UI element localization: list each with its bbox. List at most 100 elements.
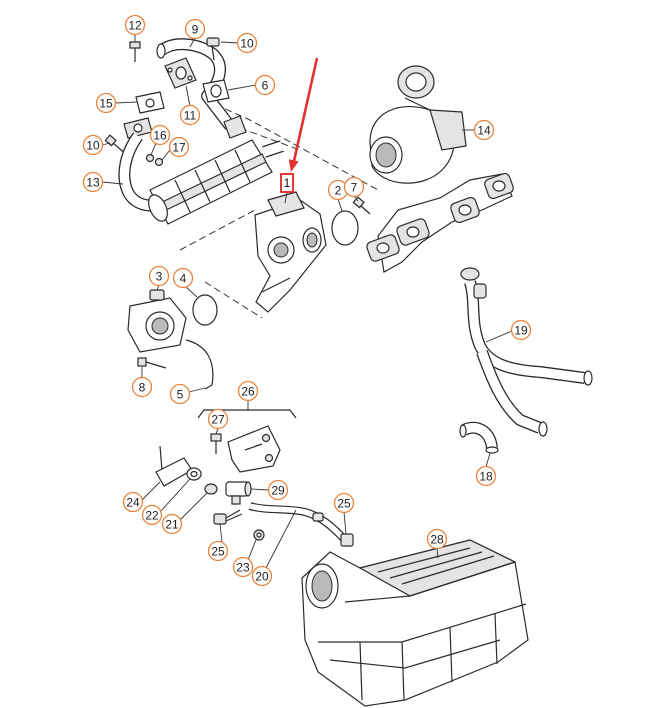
callout-circle: [184, 18, 206, 40]
callout-29: 29: [267, 479, 289, 501]
callout-circle: [161, 513, 183, 535]
flange-11: [164, 57, 197, 89]
callout-label: 15: [99, 97, 113, 111]
bolt-8: [137, 357, 167, 369]
callout-circle: [169, 383, 191, 405]
callout-label: 2: [335, 184, 342, 198]
callout-circle: [232, 556, 254, 578]
callout-label: 17: [172, 141, 186, 155]
egr-pipe: [156, 38, 247, 139]
callout-label: 27: [211, 413, 225, 427]
callout-circle: [131, 376, 153, 398]
callout-circle: [82, 171, 104, 193]
callout-16: 16: [149, 124, 171, 146]
pipe-flange-lower: [123, 117, 153, 139]
callout-20: 20: [251, 565, 273, 587]
callout-circle: [475, 465, 497, 487]
cable-20: [248, 502, 348, 543]
coolant-hose-19: [460, 267, 593, 437]
callout-label: 25: [337, 497, 351, 511]
connector-25-upper: [340, 533, 354, 547]
callout-21: 21: [161, 513, 183, 535]
callout-circle: [172, 267, 194, 289]
callout-11: 11: [179, 104, 201, 126]
callout-10: 10: [236, 32, 258, 54]
gasket-2: [331, 210, 359, 246]
washer-22: [186, 467, 202, 481]
callout-28: 28: [426, 528, 448, 550]
highlighted-part-marker: 1: [280, 173, 294, 193]
callout-circle: [179, 104, 201, 126]
callout-label: 14: [477, 124, 491, 138]
callout-23: 23: [232, 556, 254, 578]
callout-circle: [343, 176, 365, 198]
gasket-6: [202, 79, 230, 103]
callout-24: 24: [122, 491, 144, 513]
egr-cooler: [148, 139, 284, 225]
callout-22: 22: [141, 504, 163, 526]
callout-label: 26: [241, 385, 255, 399]
callout-label: 10: [86, 139, 100, 153]
callout-label: 9: [192, 23, 199, 37]
callout-7: 7: [343, 176, 365, 198]
callout-26: 26: [237, 380, 259, 402]
callout-circle: [149, 124, 171, 146]
callout-27: 27: [207, 408, 229, 430]
callout-label: 19: [514, 324, 528, 338]
egr-valve: [254, 191, 327, 313]
egr-flange-housing: [127, 289, 187, 353]
callout-14: 14: [473, 119, 495, 141]
callout-4: 4: [172, 267, 194, 289]
callout-circle: [207, 408, 229, 430]
callout-circle: [207, 540, 229, 562]
callout-label: 3: [156, 270, 163, 284]
highlight-box: [280, 173, 294, 193]
callout-9: 9: [184, 18, 206, 40]
callout-circle: [82, 134, 104, 156]
nut-21: [204, 483, 218, 495]
callout-circle: [95, 92, 117, 114]
callout-13: 13: [82, 171, 104, 193]
callout-label: 4: [180, 272, 187, 286]
highlighted-part-label: 1: [284, 176, 291, 190]
callout-circle: [254, 74, 276, 96]
callout-circle: [251, 565, 273, 587]
callout-circle: [236, 32, 258, 54]
callout-label: 21: [165, 518, 179, 532]
callout-label: 18: [479, 470, 493, 484]
callout-6: 6: [254, 74, 276, 96]
callout-25: 25: [207, 540, 229, 562]
callout-label: 7: [351, 181, 358, 195]
callout-label: 24: [126, 496, 140, 510]
callout-label: 10: [240, 37, 254, 51]
callout-label: 13: [86, 176, 100, 190]
leader-lines: [101, 34, 513, 569]
bolt-10-upper: [206, 37, 220, 61]
nut-23: [253, 529, 265, 541]
callout-19: 19: [510, 319, 532, 341]
callout-circle: [333, 492, 355, 514]
callout-5: 5: [169, 383, 191, 405]
callout-label: 11: [184, 109, 197, 123]
turbocharger: [369, 65, 467, 184]
callout-label: 16: [153, 129, 167, 143]
callout-18: 18: [475, 465, 497, 487]
bolt-27: [210, 433, 222, 454]
gasket-15: [135, 91, 165, 114]
callout-label: 25: [211, 545, 225, 559]
callout-circle: [141, 504, 163, 526]
callout-circle: [473, 119, 495, 141]
coolant-hose-18: [459, 421, 499, 454]
callout-label: 22: [145, 509, 159, 523]
callout-circle: [237, 380, 259, 402]
callout-circle: [122, 491, 144, 513]
callout-label: 23: [236, 561, 250, 575]
callout-label: 28: [430, 533, 444, 547]
callout-label: 12: [128, 19, 142, 33]
callout-circle: [510, 319, 532, 341]
bolt-12: [129, 41, 141, 62]
sensor-25-lower: [213, 509, 243, 525]
callout-label: 6: [262, 79, 269, 93]
callout-circle: [426, 528, 448, 550]
